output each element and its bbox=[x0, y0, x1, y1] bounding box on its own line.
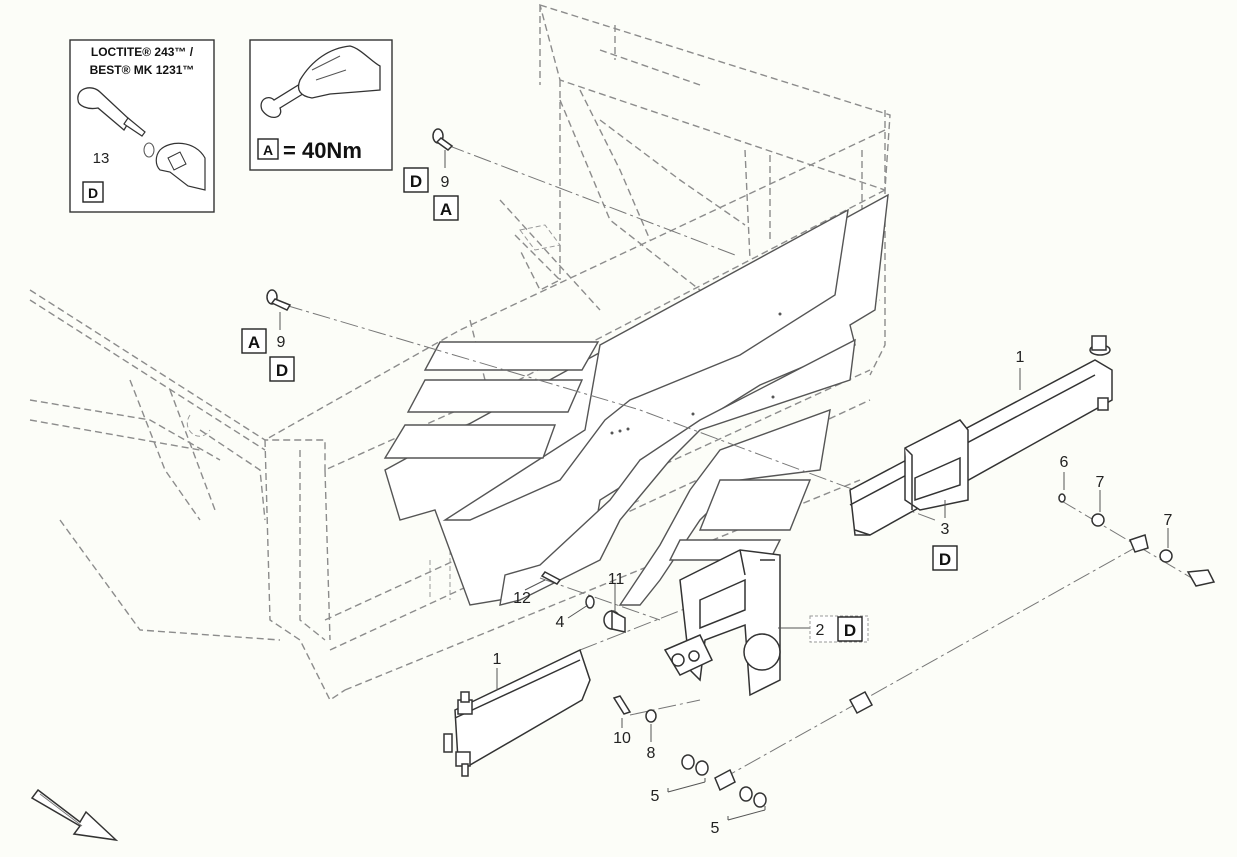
direction-arrow-icon bbox=[30, 788, 119, 842]
callout-7-a: 7 bbox=[1096, 474, 1105, 491]
fasteners bbox=[266, 128, 1216, 808]
washers-item-5a bbox=[681, 754, 709, 776]
callout-9-top-tag-2: A bbox=[440, 200, 452, 219]
callout-12: 12 bbox=[513, 590, 531, 607]
loctite-line-1: LOCTITE® 243™ / bbox=[91, 45, 194, 59]
callouts: D 9 A A 9 D 1 3 D 6 7 7 11 12 bbox=[241, 150, 1173, 837]
callout-3: 3 bbox=[941, 521, 950, 538]
clip-item-6 bbox=[1058, 493, 1066, 503]
pin-item-9-top bbox=[432, 128, 454, 151]
pin-item-9-left bbox=[266, 289, 292, 311]
washers-item-5b bbox=[739, 786, 767, 808]
torque-wrench-icon bbox=[260, 45, 381, 118]
pin-item-12 bbox=[540, 571, 562, 585]
adhesive-bottle-icon bbox=[77, 87, 206, 191]
loctite-tag: D bbox=[88, 185, 98, 201]
bolt-item-10 bbox=[612, 695, 632, 715]
callout-1-right: 1 bbox=[1016, 349, 1025, 366]
part-1-left-tube bbox=[443, 648, 591, 777]
callout-2: 2 bbox=[816, 622, 825, 639]
torque-instruction-panel: A = 40Nm bbox=[249, 39, 393, 171]
callout-5-a: 5 bbox=[651, 788, 660, 805]
washer-item-7a bbox=[1091, 513, 1105, 527]
loctite-item-number: 13 bbox=[93, 150, 110, 167]
callout-9-top: 9 bbox=[441, 174, 450, 191]
callout-5-b: 5 bbox=[711, 820, 720, 837]
torque-tag: A bbox=[263, 142, 273, 158]
callout-11: 11 bbox=[608, 571, 625, 588]
callout-9-left-tag-2: D bbox=[276, 361, 288, 380]
callout-9-left: 9 bbox=[277, 334, 286, 351]
callout-8: 8 bbox=[647, 745, 656, 762]
side-cover-panel bbox=[383, 193, 889, 606]
callout-10: 10 bbox=[613, 730, 631, 747]
bushing-item-11 bbox=[603, 609, 626, 633]
loctite-line-2: BEST® MK 1231™ bbox=[90, 63, 195, 77]
washer-item-8 bbox=[645, 709, 657, 723]
callout-4: 4 bbox=[556, 614, 565, 631]
washer-item-4 bbox=[585, 595, 595, 609]
callout-7-b: 7 bbox=[1164, 512, 1173, 529]
part-1-right-tube bbox=[849, 335, 1113, 536]
callout-9-top-tag-1: D bbox=[410, 172, 422, 191]
part-2-mounting-bracket bbox=[663, 549, 781, 697]
torque-value: = 40Nm bbox=[283, 138, 362, 163]
callout-1-left: 1 bbox=[493, 651, 502, 668]
callout-2-tag: D bbox=[844, 621, 856, 640]
loctite-instruction-panel: LOCTITE® 243™ / BEST® MK 1231™ 13 D bbox=[69, 39, 215, 213]
callout-9-left-tag-1: A bbox=[248, 333, 260, 352]
callout-3-tag: D bbox=[939, 550, 951, 569]
washer-item-7b bbox=[1159, 549, 1173, 563]
callout-6: 6 bbox=[1060, 454, 1069, 471]
